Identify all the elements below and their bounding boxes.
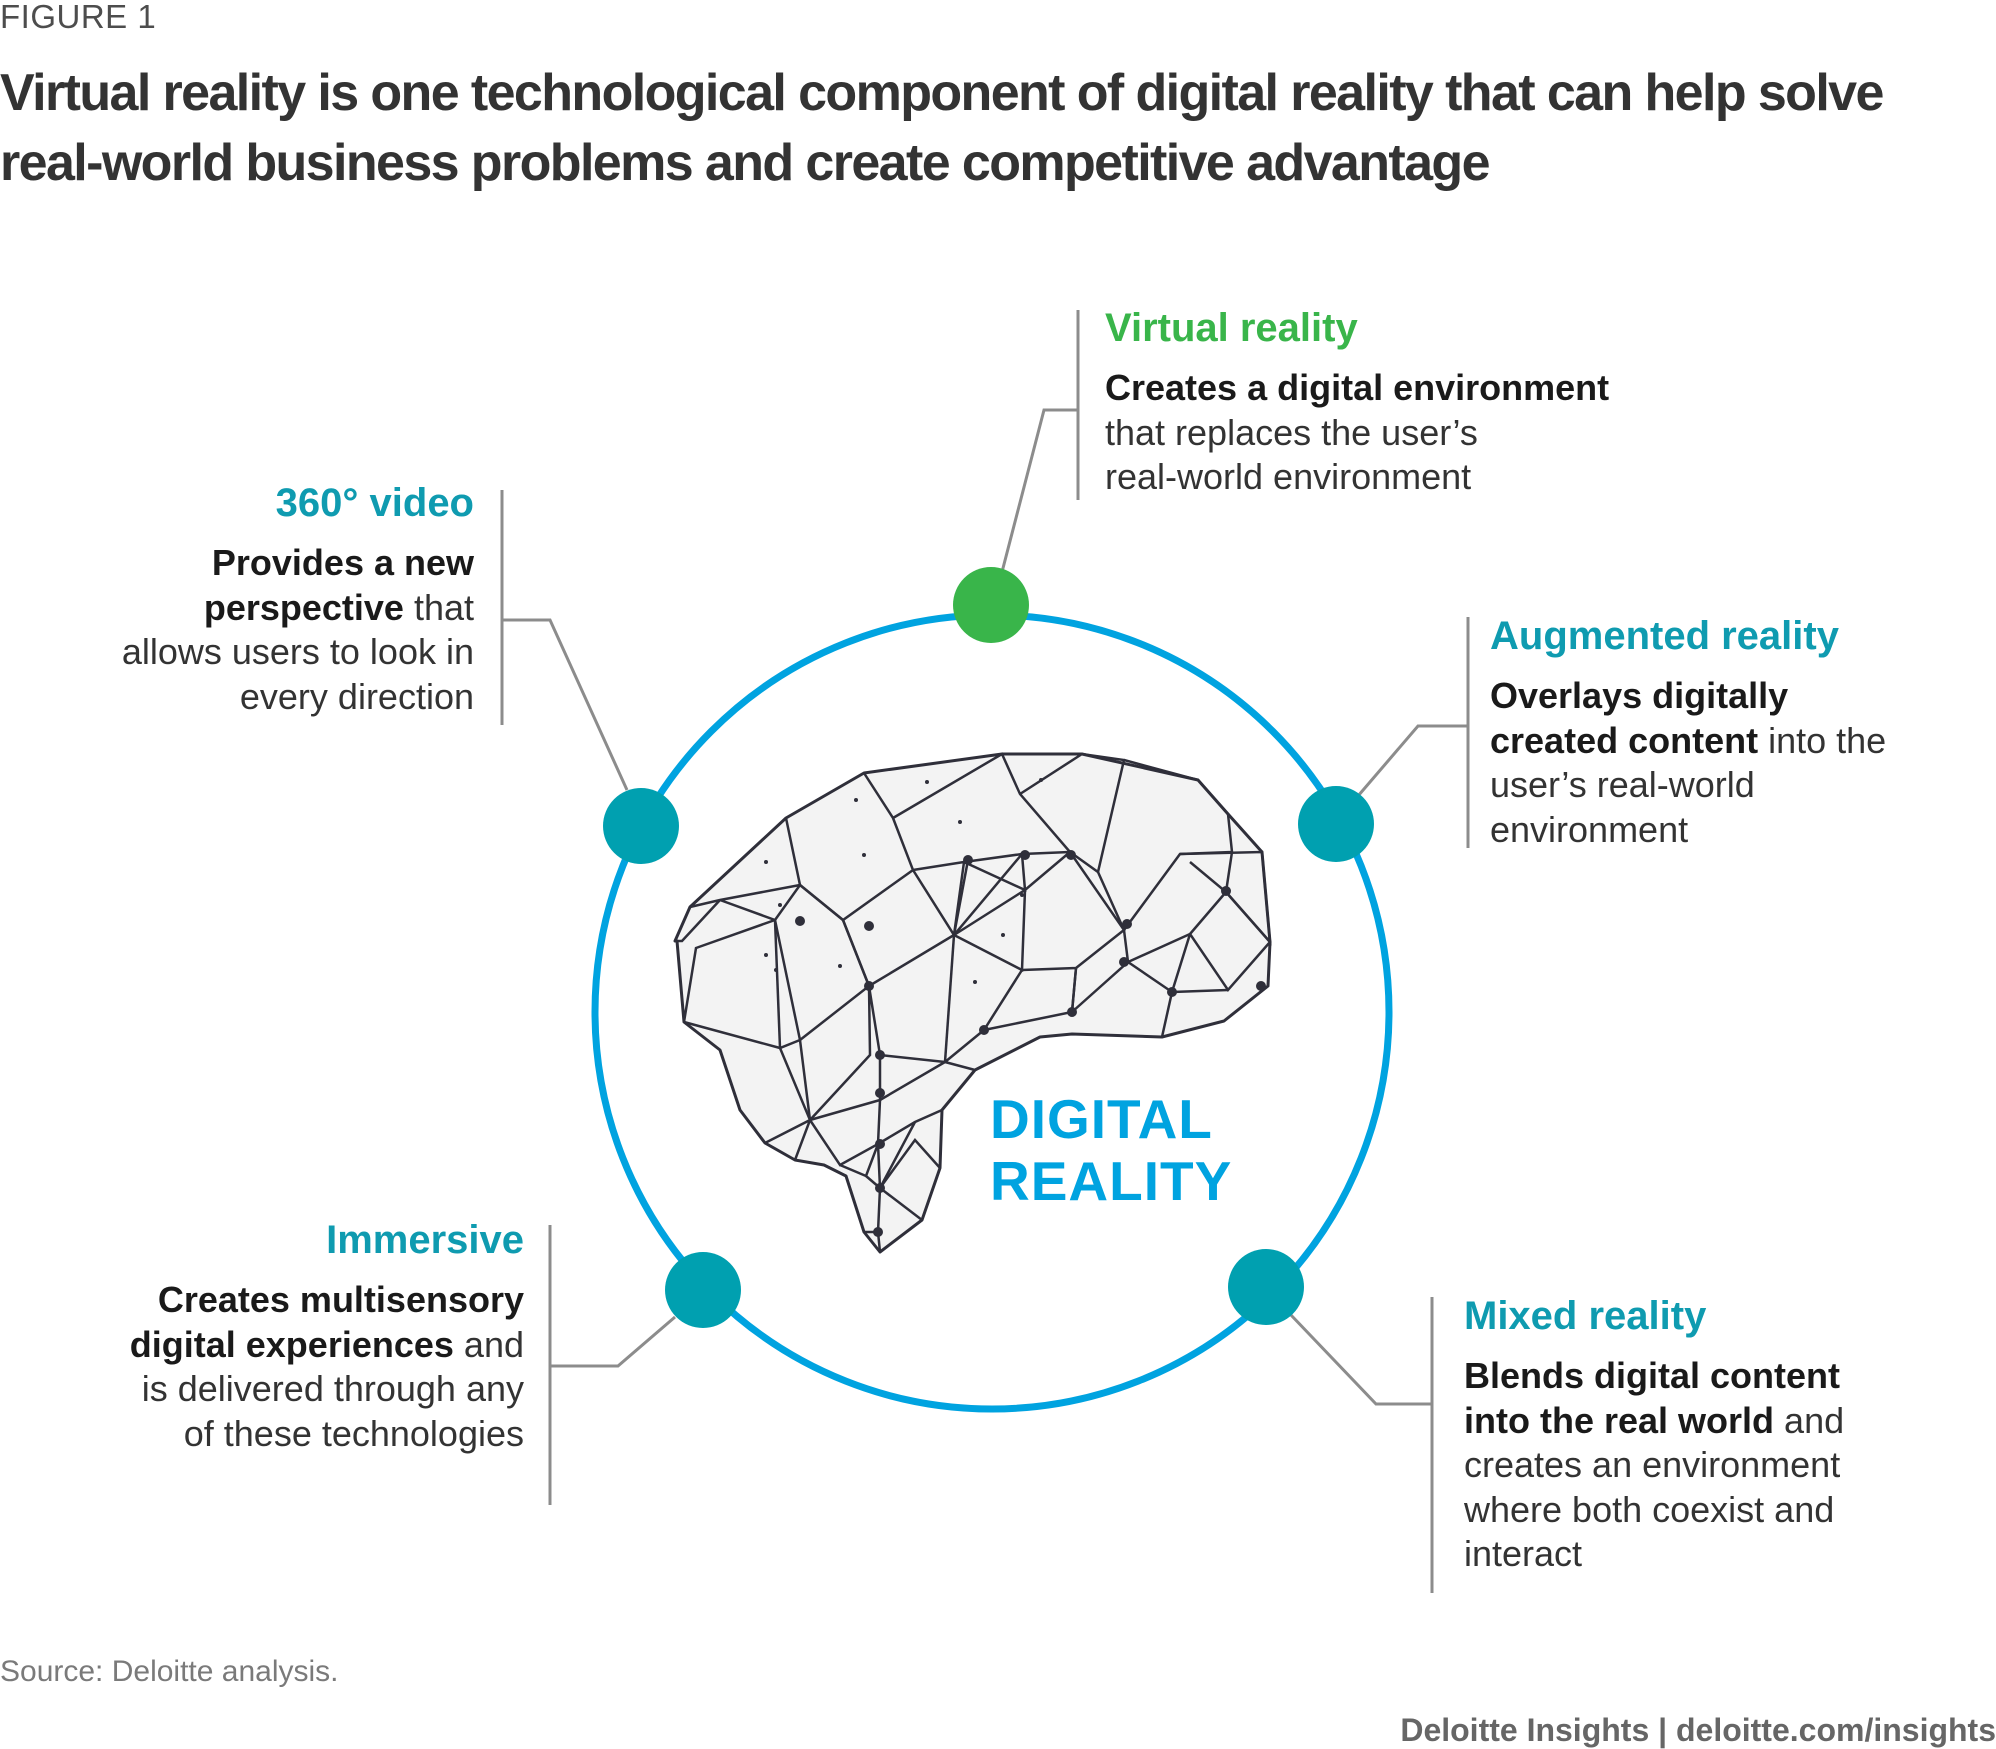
callout-mixed-reality: Mixed reality Blends digital content int…	[1464, 1292, 1904, 1577]
center-label: DIGITAL REALITY	[990, 1088, 1280, 1212]
brain-outline	[673, 752, 1272, 1254]
center-label-line1: DIGITAL	[990, 1088, 1213, 1150]
callout-bold-text: Creates a digital environment	[1105, 367, 1610, 408]
callout-bold-text: Overlays digitally created content	[1490, 675, 1789, 761]
callout-virtual-reality: Virtual reality Creates a digital enviro…	[1105, 304, 1665, 500]
brain-dots	[764, 778, 1043, 984]
connector-augmented-reality	[1356, 617, 1470, 848]
callout-bold-text: Provides a new perspective	[203, 542, 474, 628]
callout-rest-text: and is delivered through any of these te…	[141, 1323, 524, 1454]
credit-line: Deloitte Insights | deloitte.com/insight…	[1400, 1712, 1996, 1748]
callout-heading: Virtual reality	[1105, 306, 1358, 350]
node-immersive	[665, 1252, 741, 1328]
callout-bold-text: Blends digital content into the real wor…	[1464, 1355, 1841, 1441]
center-label-line2: REALITY	[990, 1150, 1233, 1212]
callout-heading: Augmented reality	[1490, 614, 1839, 658]
node-mixed-reality	[1228, 1249, 1304, 1325]
callout-rest-text: that allows users to look in every direc…	[121, 586, 474, 717]
callout-description: Blends digital content into the real wor…	[1464, 1354, 1904, 1577]
figure-title: Virtual reality is one technological com…	[0, 64, 1884, 192]
callout-augmented-reality: Augmented reality Overlays digitally cre…	[1490, 612, 1890, 852]
callout-description: Overlays digitally created content into …	[1490, 674, 1890, 852]
figure-label: FIGURE 1	[0, 0, 157, 35]
brain-nodes	[795, 850, 1266, 1237]
callout-rest-text: into the user’s real-world environment	[1490, 719, 1887, 850]
callout-description: Creates multisensory digital experiences…	[112, 1278, 524, 1456]
brain-network-icon	[673, 752, 1272, 1254]
callout-heading: Mixed reality	[1464, 1294, 1707, 1338]
node-360-video	[603, 788, 679, 864]
callout-rest-text: that replaces the user’s real-world envi…	[1105, 411, 1478, 498]
connector-mixed-reality	[1288, 1297, 1434, 1593]
source-note: Source: Deloitte analysis.	[0, 1655, 339, 1688]
callout-description: Creates a digital environment that repla…	[1105, 366, 1665, 500]
node-virtual-reality	[953, 567, 1029, 643]
brain-mesh	[677, 752, 1272, 1253]
connector-virtual-reality	[1000, 310, 1080, 573]
callout-heading: Immersive	[326, 1218, 524, 1262]
connector-360-video	[500, 490, 629, 791]
connector-immersive	[548, 1225, 676, 1505]
node-augmented-reality	[1298, 786, 1374, 862]
callout-bold-text: Creates multisensory digital experiences	[129, 1279, 524, 1365]
callout-rest-text: and creates an environment where both co…	[1464, 1399, 1845, 1575]
callout-immersive: Immersive Creates multisensory digital e…	[112, 1216, 524, 1456]
connector-lines	[500, 310, 1470, 1593]
callout-360-video: 360° video Provides a new perspective th…	[120, 479, 474, 719]
callout-heading: 360° video	[275, 481, 474, 525]
callout-description: Provides a new perspective that allows u…	[120, 541, 474, 719]
